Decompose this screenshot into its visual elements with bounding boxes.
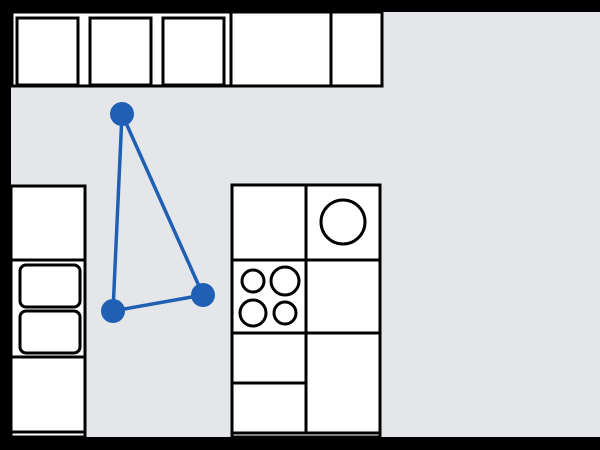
left-counter-segment-bottom	[9, 355, 87, 439]
upper-cabinet-5	[329, 10, 384, 88]
triangle-edge-sink-refrigerator	[111, 112, 124, 313]
triangle-edge-cooktop-sink	[111, 293, 205, 313]
triangle-edge-refrigerator-cooktop	[120, 112, 205, 297]
island-cell-lower-right	[304, 331, 382, 435]
top-wall	[0, 0, 600, 12]
sink-basin-upper	[18, 263, 82, 309]
island-cell-lower-left-a	[230, 331, 308, 385]
left-counter	[9, 184, 87, 439]
island-base-strip	[230, 431, 382, 439]
sink-basin-lower	[18, 309, 82, 355]
left-wall	[0, 0, 11, 450]
island-cell-mid-right	[304, 258, 382, 335]
bottom-wall	[0, 437, 600, 450]
island-cell-top-left	[230, 183, 308, 262]
triangle-vertex-refrigerator	[110, 102, 134, 126]
upper-cabinet-1	[15, 16, 80, 87]
round-basin	[319, 198, 367, 246]
burner-front-left	[238, 298, 268, 328]
triangle-vertex-cooktop	[191, 283, 215, 307]
upper-cabinet-2	[88, 16, 153, 87]
upper-cabinet-3	[161, 16, 226, 87]
kitchen-island	[230, 183, 382, 439]
left-counter-segment-top	[9, 184, 87, 262]
burner-front-right	[272, 300, 298, 326]
island-cell-lower-left-b	[230, 381, 308, 435]
work-triangle	[101, 102, 215, 323]
upper-cabinet-row	[10, 10, 384, 88]
left-counter-base-strip	[9, 430, 87, 439]
triangle-vertex-sink	[101, 299, 125, 323]
burner-back-left	[240, 268, 266, 294]
upper-cabinet-4	[229, 10, 333, 88]
burner-back-right	[269, 265, 301, 297]
